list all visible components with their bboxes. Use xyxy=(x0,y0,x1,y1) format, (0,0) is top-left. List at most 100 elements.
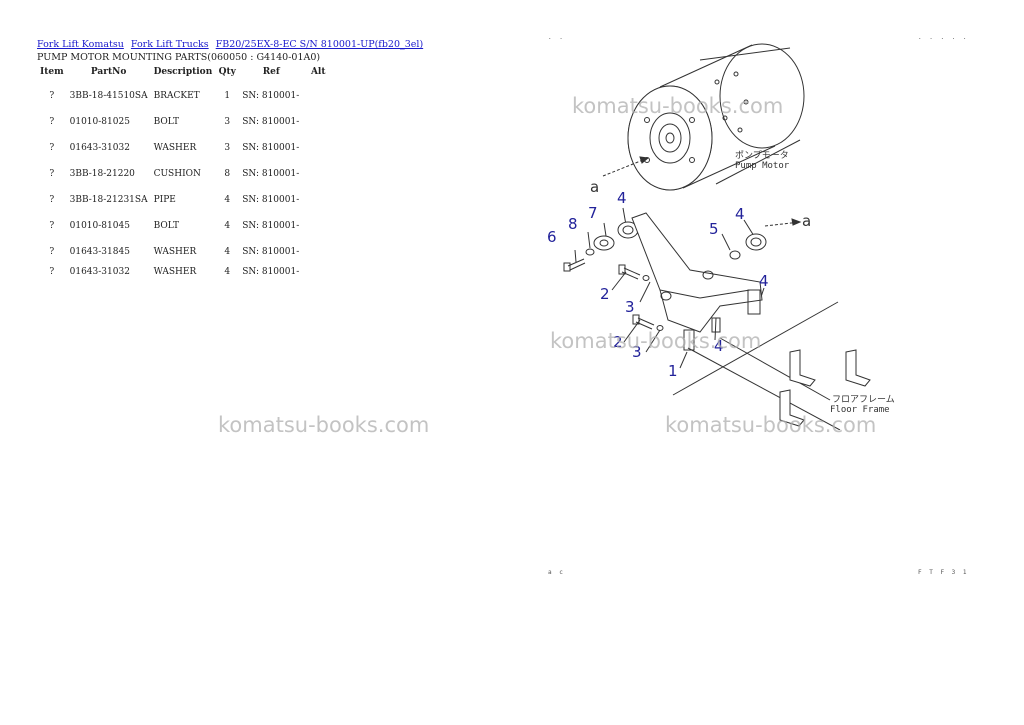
cell-alt xyxy=(303,265,333,279)
column-header-description: Description xyxy=(153,67,213,77)
cell-ref: SN: 810001- xyxy=(242,267,300,277)
pump-motor-drawing xyxy=(627,43,805,191)
cell-item: ? xyxy=(49,117,55,127)
cell-description: WASHER xyxy=(153,247,197,257)
callout-4: 4 xyxy=(759,272,769,290)
breadcrumb-link-model[interactable]: FB20/25EX-8-EC S/N 810001-UP(fb20_3el) xyxy=(215,39,424,50)
table-row: ? 01010-81045 BOLT 4 SN: 810001- xyxy=(37,213,333,239)
cell-qty: 4 xyxy=(224,247,231,257)
bracket-drawing xyxy=(631,212,763,351)
callout-8: 8 xyxy=(568,215,578,233)
cell-part-no: 01643-31032 xyxy=(69,143,130,153)
table-row: ? 01643-31845 WASHER 4 SN: 810001- xyxy=(37,239,333,265)
cell-part-no: 01643-31032 xyxy=(69,267,130,277)
table-row: ? 01643-31032 WASHER 4 SN: 810001- xyxy=(37,265,333,279)
cell-alt xyxy=(303,109,333,135)
cell-description: BOLT xyxy=(153,117,179,127)
column-header-item: Item xyxy=(40,67,64,77)
cell-description: WASHER xyxy=(153,143,197,153)
callout-6: 6 xyxy=(547,228,557,246)
cell-qty: 3 xyxy=(224,117,231,127)
cell-qty: 1 xyxy=(224,91,231,101)
cell-description: BOLT xyxy=(153,221,179,231)
callout-7: 7 xyxy=(588,204,598,222)
view-marker-a: a xyxy=(802,212,811,230)
table-row: ? 3BB-18-21231SA PIPE 4 SN: 810001- xyxy=(37,187,333,213)
column-header-alt: Alt xyxy=(310,67,326,77)
pump-motor-label-en: Pump Motor xyxy=(735,161,790,171)
floor-frame-drawing xyxy=(672,301,871,430)
page-mark-top-right: . . . . . xyxy=(918,34,969,41)
breadcrumb: Fork Lift Komatsu Fork Lift Trucks FB20/… xyxy=(37,39,427,50)
parts-table: Item PartNo Description Qty Ref Alt ? 3B… xyxy=(37,64,333,279)
floor-frame-label-en: Floor Frame xyxy=(830,405,890,415)
cell-part-no: 3BB-18-21220 xyxy=(69,169,135,179)
column-header-ref: Ref xyxy=(262,67,280,77)
breadcrumb-link-fork-lift-komatsu[interactable]: Fork Lift Komatsu xyxy=(37,39,124,50)
cell-item: ? xyxy=(49,221,55,231)
callout-2: 2 xyxy=(613,333,623,351)
cell-description: CUSHION xyxy=(153,169,201,179)
column-header-qty: Qty xyxy=(218,67,236,77)
cell-qty: 3 xyxy=(224,143,231,153)
table-row: ? 01010-81025 BOLT 3 SN: 810001- xyxy=(37,109,333,135)
cell-qty: 4 xyxy=(224,221,231,231)
callout-4: 4 xyxy=(735,205,745,223)
callout-3: 3 xyxy=(632,343,642,361)
page-mark-bottom-right: F T F 3 1 xyxy=(918,569,969,576)
watermark: komatsu-books.com xyxy=(572,94,784,118)
callout-5: 5 xyxy=(709,220,719,238)
watermark: komatsu-books.com xyxy=(218,413,430,437)
cell-description: BRACKET xyxy=(153,91,200,101)
cell-part-no: 3BB-18-21231SA xyxy=(69,195,148,205)
cell-ref: SN: 810001- xyxy=(242,221,300,231)
pump-motor-label-jp: ポンプモータ xyxy=(735,150,789,161)
table-header-row: Item PartNo Description Qty Ref Alt xyxy=(37,64,333,83)
cell-alt xyxy=(303,83,333,109)
page-mark-top-left: . . xyxy=(548,34,565,41)
watermark: komatsu-books.com xyxy=(665,413,877,437)
cell-alt xyxy=(303,239,333,265)
cell-description: WASHER xyxy=(153,267,197,277)
page-title: PUMP MOTOR MOUNTING PARTS(060050 : G4140… xyxy=(37,52,321,63)
cell-item: ? xyxy=(49,195,55,205)
cell-alt xyxy=(303,213,333,239)
cell-item: ? xyxy=(49,169,55,179)
column-header-partno: PartNo xyxy=(90,67,127,77)
cell-item: ? xyxy=(49,267,55,277)
cell-qty: 4 xyxy=(224,195,231,205)
page-mark-bottom-left: a c xyxy=(548,569,565,576)
callout-2: 2 xyxy=(600,285,610,303)
cell-description: PIPE xyxy=(153,195,176,205)
parts-diagram: 6 8 7 4 5 4 2 3 2 3 4 4 1 a a ポンプモータ Pum… xyxy=(547,43,895,430)
callout-1: 1 xyxy=(668,362,678,380)
cell-part-no: 01643-31845 xyxy=(69,247,130,257)
callout-4: 4 xyxy=(617,189,627,207)
table-row: ? 3BB-18-41510SA BRACKET 1 SN: 810001- xyxy=(37,83,333,109)
cell-part-no: 01010-81045 xyxy=(69,221,130,231)
cell-alt xyxy=(303,187,333,213)
cell-item: ? xyxy=(49,91,55,101)
cell-ref: SN: 810001- xyxy=(242,143,300,153)
cell-ref: SN: 810001- xyxy=(242,247,300,257)
cell-qty: 8 xyxy=(224,169,231,179)
view-marker-a: a xyxy=(590,178,599,196)
cell-alt xyxy=(303,135,333,161)
cell-alt xyxy=(303,161,333,187)
cell-ref: SN: 810001- xyxy=(242,91,300,101)
callout-4: 4 xyxy=(714,337,724,355)
callout-3: 3 xyxy=(625,298,635,316)
cell-item: ? xyxy=(49,143,55,153)
cell-part-no: 01010-81025 xyxy=(69,117,130,127)
table-row: ? 3BB-18-21220 CUSHION 8 SN: 810001- xyxy=(37,161,333,187)
cell-ref: SN: 810001- xyxy=(242,169,300,179)
cell-item: ? xyxy=(49,247,55,257)
floor-frame-label-jp: フロアフレーム xyxy=(832,394,895,405)
cell-ref: SN: 810001- xyxy=(242,195,300,205)
cell-qty: 4 xyxy=(224,267,231,277)
cell-ref: SN: 810001- xyxy=(242,117,300,127)
table-row: ? 01643-31032 WASHER 3 SN: 810001- xyxy=(37,135,333,161)
cell-part-no: 3BB-18-41510SA xyxy=(69,91,148,101)
watermark: komatsu-books.com xyxy=(550,329,762,353)
breadcrumb-link-fork-lift-trucks[interactable]: Fork Lift Trucks xyxy=(130,39,209,50)
